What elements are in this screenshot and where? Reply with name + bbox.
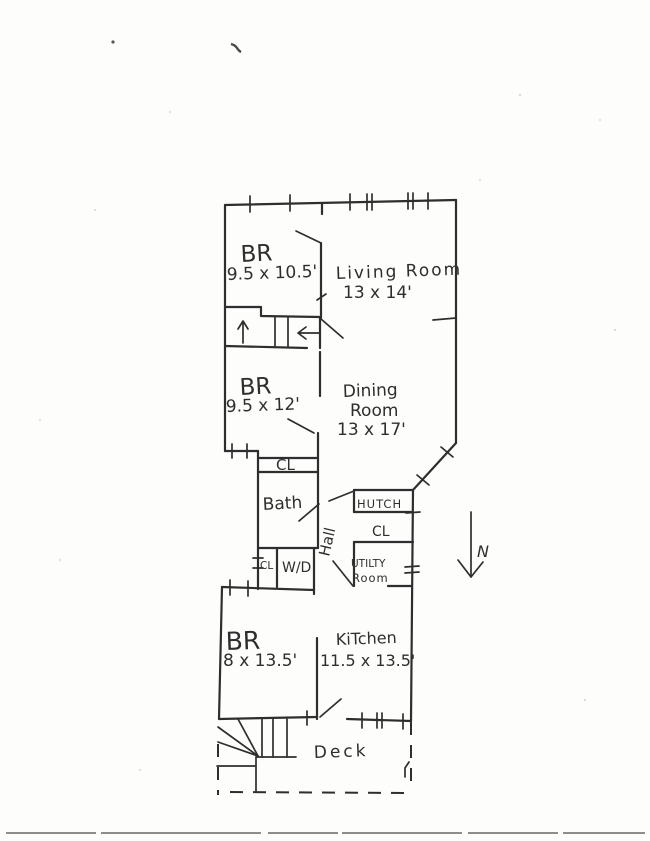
scan-speckle	[599, 119, 601, 121]
br3-dims-label: 8 x 13.5'	[223, 651, 297, 671]
closet-mid-label: CL	[372, 524, 390, 540]
living-room-dims-label: 13 x 14'	[343, 283, 412, 303]
kitchen-bottom-wall	[345, 717, 413, 723]
bath-door-swing	[298, 503, 320, 522]
deck-winder-tread	[217, 741, 259, 757]
ink-dot	[111, 40, 115, 44]
east-wall-tick	[404, 571, 420, 574]
deck-label: Deck	[313, 741, 368, 763]
utility-room-label-2: Room	[352, 571, 389, 585]
br3-left-wall	[217, 585, 224, 721]
hall-utility-block	[328, 488, 415, 588]
living-room-name-label: Living Room	[335, 260, 462, 284]
bath-label: Bath	[262, 493, 303, 515]
br3-name-label: BR	[225, 626, 261, 656]
kitchen-dims-label: 11.5 x 13.5'	[320, 651, 415, 670]
dining-room-name-label-2: Room	[350, 401, 398, 421]
interior-walls-upper	[223, 202, 344, 596]
diagonal-wall-tick	[416, 474, 430, 486]
deck-winder-tread	[237, 718, 259, 757]
br1-dims-label: 9.5 x 10.5'	[226, 262, 317, 285]
utility-room-label-1: UTILTY	[351, 558, 386, 570]
scan-speckle	[613, 328, 617, 332]
br3-bottom-wall	[217, 715, 319, 721]
br2-door-swing	[287, 418, 315, 434]
hutch-door-swing	[328, 490, 355, 502]
living-door-swing	[320, 318, 344, 339]
left-arrow-icon	[297, 326, 320, 340]
scan-speckle	[94, 209, 96, 211]
ink-smudge	[230, 42, 242, 54]
closet-small-label: CL	[260, 560, 273, 572]
br1-door-swing	[295, 230, 322, 244]
top-wall	[223, 198, 458, 207]
north-label: N	[477, 542, 489, 561]
north-arrow-head	[457, 559, 484, 578]
kitchen-name-label: KiTchen	[335, 628, 397, 649]
scan-speckle	[583, 698, 587, 702]
scan-speckle	[479, 179, 481, 181]
scan-speckle	[39, 419, 41, 421]
deck	[216, 718, 412, 795]
hall-door-swing	[332, 560, 354, 587]
east-wall-lower	[409, 488, 415, 723]
scan-speckle	[139, 769, 141, 771]
kitchen-door-swing	[319, 698, 342, 718]
closet-top-label: CL	[276, 456, 295, 474]
scan-speckle	[169, 111, 171, 113]
window-tick-marks	[229, 192, 457, 730]
scan-speckle	[518, 93, 522, 97]
br3-top-wall	[220, 585, 316, 592]
scan-speckle	[59, 559, 61, 561]
up-arrow-icon	[237, 320, 249, 344]
deck-bottom-dashed-edge	[229, 791, 412, 794]
stair-bottom-wall	[223, 344, 309, 350]
hutch-label: HUTCH	[357, 497, 402, 511]
room-labels: BR 9.5 x 10.5' Living Room 13 x 14' BR 9…	[223, 240, 489, 763]
deck-small-mark	[404, 761, 410, 778]
deck-winder-tread	[217, 726, 259, 757]
diagonal-wall-tick	[440, 446, 454, 458]
outer-walls	[217, 198, 458, 723]
br2-dims-label: 9.5 x 12'	[225, 394, 300, 417]
scan-artifacts	[6, 40, 645, 834]
east-wall-tick	[404, 565, 420, 568]
interior-walls-lower	[315, 636, 342, 721]
living-right-wall-mark	[432, 317, 457, 321]
br1-name-label: BR	[240, 240, 273, 268]
dining-room-dims-label: 13 x 17'	[337, 420, 406, 440]
stair-arrows	[237, 320, 320, 344]
north-arrow-icon	[457, 511, 484, 578]
washer-dryer-label: W/D	[282, 560, 311, 576]
diagonal-wall	[411, 441, 458, 492]
br2-name-label: BR	[239, 373, 272, 401]
dining-room-name-label-1: Dining	[342, 380, 398, 402]
stair-landing-top	[223, 305, 322, 319]
